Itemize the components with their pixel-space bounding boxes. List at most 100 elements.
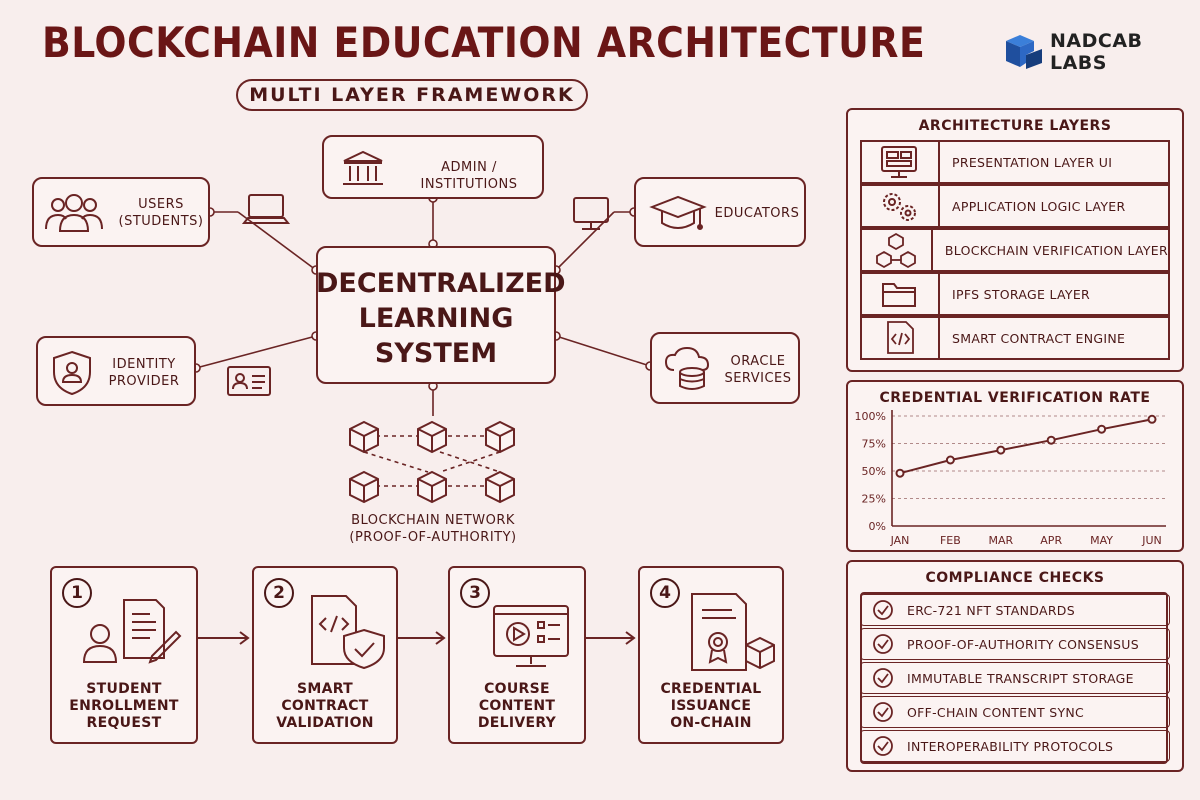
page-subtitle: MULTI LAYER FRAMEWORK [236, 79, 588, 111]
compliance-checks-panel: COMPLIANCE CHECKS ERC-721 NFT STANDARDS … [846, 560, 1184, 772]
chart-x-tick-label: MAY [1090, 534, 1113, 547]
chart-y-tick-label: 25% [862, 493, 886, 506]
cloud-database-icon [664, 346, 710, 390]
users-group-icon [45, 194, 103, 232]
compliance-item: OFF-CHAIN CONTENT SYNC [860, 696, 1170, 728]
brand-logo: NADCAB LABS [1004, 30, 1200, 74]
chart-x-tick-label: FEB [940, 534, 961, 547]
step-arrows [198, 631, 636, 645]
compliance-item: PROOF-OF-AUTHORITY CONSENSUS [860, 628, 1170, 660]
chart-data-point [1147, 414, 1157, 424]
compliance-item: ERC-721 NFT STANDARDS [860, 594, 1170, 626]
chart-x-tick-label: APR [1040, 534, 1062, 547]
graduation-cap-icon [649, 195, 707, 230]
compliance-item-label: ERC-721 NFT STANDARDS [907, 602, 1075, 618]
compliance-item-label: INTEROPERABILITY PROTOCOLS [907, 738, 1114, 754]
desktop-monitor-icon [573, 197, 609, 230]
compliance-item-label: IMMUTABLE TRANSCRIPT STORAGE [907, 670, 1134, 686]
chart-x-tick-label: MAR [988, 534, 1013, 547]
compliance-list [860, 592, 1168, 764]
compliance-item-label: PROOF-OF-AUTHORITY CONSENSUS [907, 636, 1139, 652]
check-circle-icon [873, 736, 893, 756]
chart-y-tick-label: 100% [855, 410, 886, 423]
layer-row: SMART CONTRACT ENGINE [860, 316, 1170, 360]
folder-icon [882, 283, 916, 307]
verification-rate-panel: CREDENTIAL VERIFICATION RATE 0% 25% 50% 75%… [846, 380, 1184, 552]
shield-user-icon [53, 350, 91, 396]
compliance-item: INTEROPERABILITY PROTOCOLS [860, 730, 1170, 762]
video-course-icon [493, 605, 569, 667]
brand-cube-icon [1006, 35, 1042, 69]
page-title: BLOCKCHAIN EDUCATION ARCHITECTURE [42, 18, 926, 67]
chart-y-tick-label: 50% [862, 465, 886, 478]
chart-data-point [945, 455, 955, 465]
layer-row: PRESENTATION LAYER UI [860, 140, 1170, 184]
layer-label: IPFS STORAGE LAYER [952, 286, 1091, 302]
node-users: USERS(STUDENTS) [32, 177, 210, 247]
layers-panel-title: ARCHITECTURE LAYERS [918, 118, 1112, 134]
verification-rate-chart: 0% 25% 50% 75% 100% JAN FEB MAR APR MAY JUN [855, 410, 1166, 547]
certificate-block-icon [691, 593, 775, 671]
step-number: 1 [62, 578, 92, 608]
architecture-layers-panel: ARCHITECTURE LAYERS PRESENTATION LAYER U… [846, 108, 1184, 372]
check-circle-icon [873, 600, 893, 620]
core-system-box [316, 246, 556, 384]
chart-data-point [895, 468, 905, 478]
layer-label: APPLICATION LOGIC LAYER [952, 198, 1126, 214]
layer-label: SMART CONTRACT ENGINE [952, 330, 1126, 346]
id-card-icon [227, 366, 271, 396]
step-number: 3 [460, 578, 490, 608]
laptop-icon [241, 194, 291, 224]
node-educators: EDUCATORS [634, 177, 806, 247]
chart-x-tick-label: JAN [890, 534, 910, 547]
chart-y-tick-label: 75% [862, 438, 886, 451]
chart-series-line [899, 418, 1153, 475]
chart-title: CREDENTIAL VERIFICATION RATE [879, 390, 1151, 406]
chart-data-point [996, 445, 1006, 455]
chart-y-tick-label: 0% [869, 520, 886, 533]
enrollment-document-icon [82, 599, 182, 664]
check-circle-icon [873, 668, 893, 688]
compliance-item: IMMUTABLE TRANSCRIPT STORAGE [860, 662, 1170, 694]
blockchain-network-label: BLOCKCHAIN NETWORK(PROOF-OF-AUTHORITY) [349, 513, 517, 545]
chart-data-point [1097, 424, 1107, 434]
chart-x-tick-label: JUN [1141, 534, 1162, 547]
check-circle-icon [873, 702, 893, 722]
blockchain-network-graphic [349, 421, 515, 503]
step-number: 4 [650, 578, 680, 608]
layer-row: IPFS STORAGE LAYER [860, 272, 1170, 316]
chart-data-point [1046, 435, 1056, 445]
code-file-icon [887, 321, 914, 354]
monitor-layout-icon [881, 146, 917, 178]
node-admin: ADMIN / INSTITUTIONS [322, 135, 544, 199]
node-educators-label: EDUCATORS [714, 206, 800, 221]
brand-name: NADCAB LABS [1050, 30, 1143, 74]
layer-row: BLOCKCHAIN VERIFICATION LAYER [860, 228, 1170, 272]
compliance-item-label: OFF-CHAIN CONTENT SYNC [907, 704, 1085, 720]
core-system-label: DECENTRALIZED LEARNING SYSTEM [316, 268, 566, 369]
node-admin-label: ADMIN / INSTITUTIONS [420, 160, 518, 192]
node-users-label: USERS(STUDENTS) [118, 197, 204, 229]
check-circle-icon [873, 634, 893, 654]
layer-row: APPLICATION LOGIC LAYER [860, 184, 1170, 228]
institution-icon [343, 150, 383, 185]
layer-label: PRESENTATION LAYER UI [952, 154, 1113, 170]
gears-icon [883, 193, 916, 221]
layer-label: BLOCKCHAIN VERIFICATION LAYER [944, 242, 1168, 258]
step-number: 2 [264, 578, 294, 608]
compliance-panel-title: COMPLIANCE CHECKS [925, 570, 1105, 586]
cubes-network-icon [876, 232, 917, 269]
contract-shield-icon [311, 595, 385, 670]
